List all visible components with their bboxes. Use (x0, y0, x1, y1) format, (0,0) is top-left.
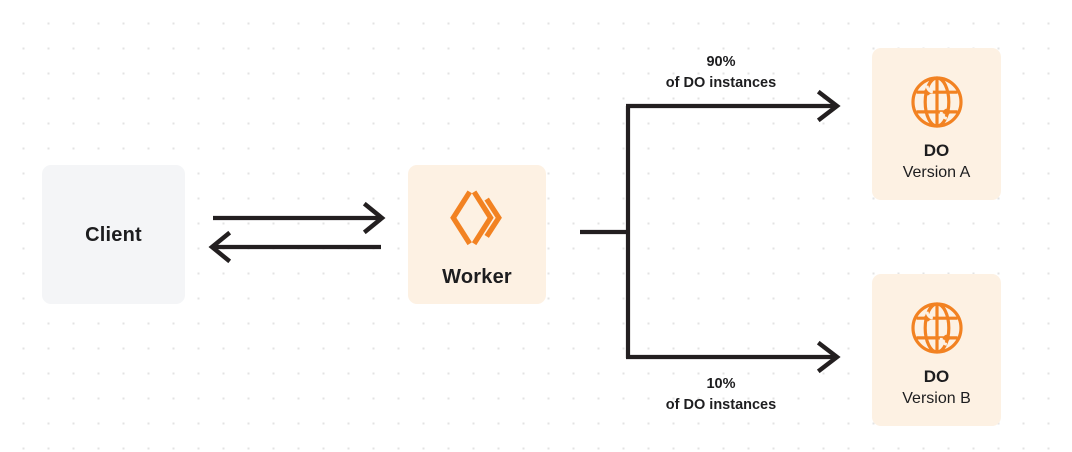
branch-label-bottom: 10% of DO instances (655, 374, 787, 415)
globe-icon (907, 294, 967, 358)
branch-label-top: 90% of DO instances (655, 52, 787, 93)
node-do-version-a[interactable]: DO Version A (872, 48, 1001, 200)
node-do-b-subtitle: Version B (902, 390, 971, 408)
branch-top-caption: of DO instances (665, 74, 777, 91)
arrow-client-to-worker (213, 201, 386, 235)
arrow-worker-to-do-b (626, 340, 841, 374)
arrow-worker-to-client (208, 230, 381, 264)
node-client[interactable]: Client (42, 165, 185, 304)
arrow-worker-to-do-a (626, 89, 841, 123)
branch-bottom-caption: of DO instances (665, 396, 777, 413)
branch-top-percent: 90% (706, 54, 736, 70)
fork-connector (580, 106, 631, 358)
node-do-a-title: DO (923, 140, 950, 160)
node-do-a-subtitle: Version A (902, 164, 971, 182)
globe-icon (907, 68, 967, 132)
node-do-b-title: DO (923, 366, 950, 386)
node-client-label: Client (85, 223, 142, 246)
node-worker-label: Worker (442, 265, 512, 288)
cloudflare-workers-icon (446, 187, 508, 249)
node-do-version-b[interactable]: DO Version B (872, 274, 1001, 426)
branch-bottom-percent: 10% (706, 376, 736, 392)
node-worker[interactable]: Worker (408, 165, 546, 304)
